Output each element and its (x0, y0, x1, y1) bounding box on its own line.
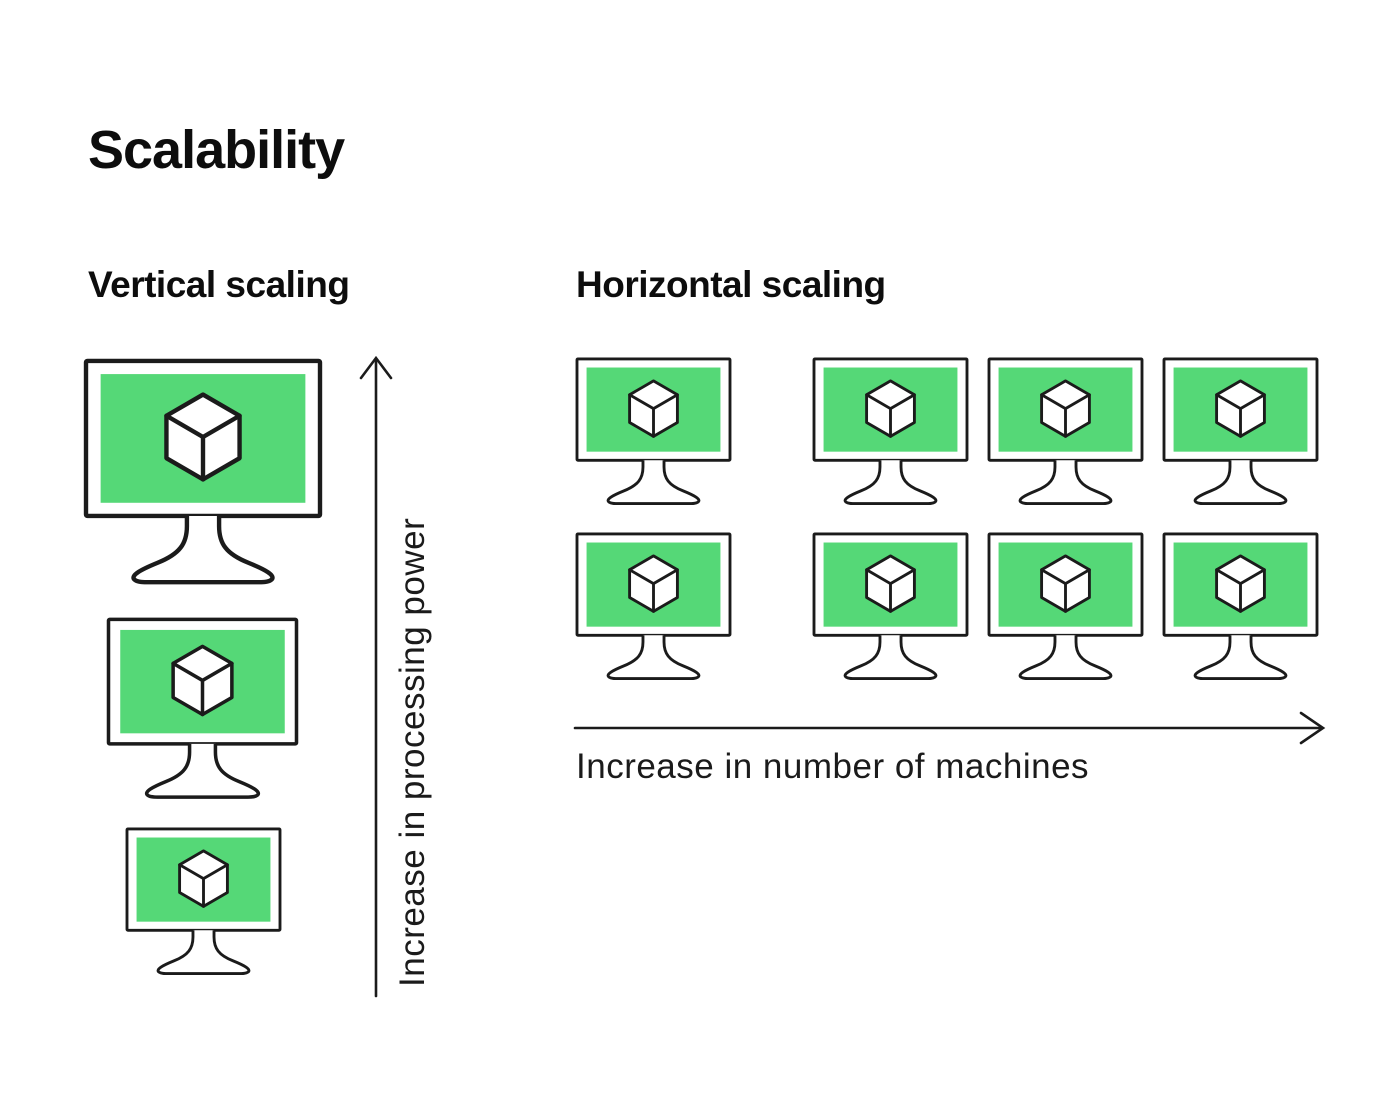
monitor-icon (1162, 532, 1319, 685)
monitor-icon-large (83, 358, 323, 592)
monitor-icon (812, 357, 969, 510)
horizontal-axis-label: Increase in number of machines (576, 747, 1090, 786)
monitor-icon (987, 532, 1144, 685)
monitor-icon (575, 532, 732, 685)
vertical-scaling-heading: Vertical scaling (88, 264, 350, 305)
vertical-axis-label: Increase in processing power (393, 517, 432, 987)
arrow-right-icon (573, 711, 1326, 745)
horizontal-scaling-heading: Horizontal scaling (576, 264, 886, 305)
page-title: Scalability (88, 120, 345, 180)
monitor-icon-medium (106, 617, 299, 805)
arrow-up-icon (359, 355, 393, 998)
monitor-icon (1162, 357, 1319, 510)
monitor-icon-small (125, 827, 282, 980)
monitor-icon (812, 532, 969, 685)
monitor-icon (987, 357, 1144, 510)
monitor-icon (575, 357, 732, 510)
